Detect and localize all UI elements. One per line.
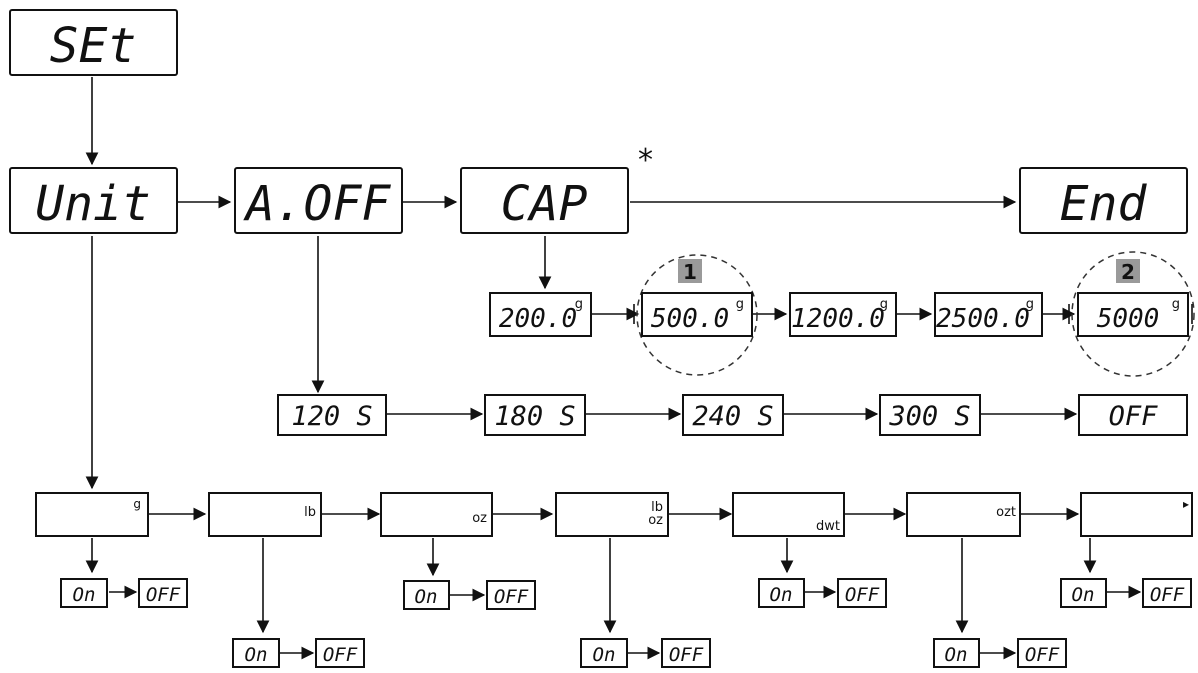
badge-1: 1 [683,260,697,284]
auto-off-option-2 [484,394,586,436]
off-box-lb-oz [661,638,711,668]
capacity-unit-4: g [1026,297,1034,312]
auto-off-value-4: 300 S [888,401,970,432]
end-display [1019,167,1188,234]
connectors [85,77,1193,660]
capacity-option-5 [1077,292,1189,337]
capacity-asterisk: * [638,143,653,178]
on-label-custom: On [1072,584,1095,606]
off-label-ozt: OFF [1025,644,1060,666]
on-box-g [60,578,108,608]
capacity-option-4 [934,292,1043,337]
end-label: End [1060,176,1148,232]
auto-off-option-4 [879,394,981,436]
auto-off-value-2: 180 S [494,401,575,432]
capacity-value-4: 2500.0 [936,304,1030,334]
on-label-lb: On [245,644,268,666]
auto-off-value-3: 240 S [692,401,773,432]
unit-label-g: g [133,497,141,511]
capacity-value-2: 500.0 [651,304,729,334]
unit-option-dwt [732,492,845,537]
unit-option-lb [208,492,322,537]
on-box-ozt [933,638,980,668]
capacity-option-3 [789,292,897,337]
off-label-dwt: OFF [845,584,880,606]
badge-1-box [678,259,702,283]
off-box-lb [315,638,365,668]
capacity-option-2 [641,292,753,337]
off-box-custom [1142,578,1192,608]
on-box-lb [232,638,280,668]
on-box-lb-oz [580,638,628,668]
auto-off-option-5 [1078,394,1188,436]
off-box-ozt [1017,638,1067,668]
unit-option-ozt [906,492,1021,537]
on-label-dwt: On [770,584,793,606]
badge-2: 2 [1121,260,1135,284]
highlight-circle-1 [636,254,758,376]
capacity-label: CAP [501,176,588,232]
unit-label-dwt: dwt [816,519,840,534]
on-box-custom [1060,578,1107,608]
capacity-unit-2: g [736,297,744,312]
capacity-display [460,167,629,234]
auto-off-value-1: 120 S [291,401,372,432]
off-box-oz [486,580,536,610]
capacity-value-1: 200.0 [499,304,577,334]
capacity-list: 1 2 200.0 g 500.0 g 1200.0 g 2500.0 g 50… [489,259,1189,337]
off-box-dwt [837,578,887,608]
off-label-oz: OFF [494,586,529,608]
highlight-circle-2 [1071,251,1195,377]
capacity-value-5: 5000 [1097,304,1160,334]
on-label-oz: On [415,586,438,608]
auto-off-value-5: OFF [1109,401,1159,432]
on-off-pairs: On OFF On OFF On OFF On OFF On OFF On OF… [60,578,1192,668]
unit-label-lb-top: lb [651,500,663,515]
unit-label-oz: oz [472,511,487,526]
auto-off-option-1 [277,394,387,436]
capacity-unit-3: g [880,297,888,312]
capacity-value-3: 1200.0 [791,304,885,334]
main-menu: SEt Unit A.OFF CAP * End [9,9,1188,234]
auto-off-option-3 [682,394,784,436]
set-display [9,9,178,76]
off-label-custom: OFF [1150,584,1185,606]
unit-option-g [35,492,149,537]
unit-option-oz [380,492,493,537]
unit-label-ozt: ozt [996,505,1016,520]
on-label-ozt: On [945,644,968,666]
on-label-lb-oz: On [593,644,616,666]
unit-label-custom: ▸ [1183,497,1189,511]
set-label: SEt [50,18,137,74]
capacity-unit-1: g [575,297,583,312]
capacity-option-1 [489,292,592,337]
auto-off-list: 120 S 180 S 240 S 300 S OFF [277,394,1188,436]
off-label-lb: OFF [323,644,358,666]
off-label-lb-oz: OFF [669,644,704,666]
unit-label-lb: lb [304,505,316,520]
auto-off-label: A.OFF [243,176,392,232]
on-box-oz [403,580,450,610]
auto-off-display [234,167,403,234]
off-box-g [138,578,188,608]
badge-2-box [1116,259,1140,283]
on-label-g: On [73,584,96,606]
off-label-g: OFF [146,584,181,606]
unit-display [9,167,178,234]
capacity-unit-5: g [1172,297,1180,312]
unit-label-oz-bottom: oz [648,513,663,528]
unit-label: Unit [35,176,151,232]
unit-option-lb-oz [555,492,669,537]
on-box-dwt [758,578,805,608]
unit-option-custom [1080,492,1193,537]
